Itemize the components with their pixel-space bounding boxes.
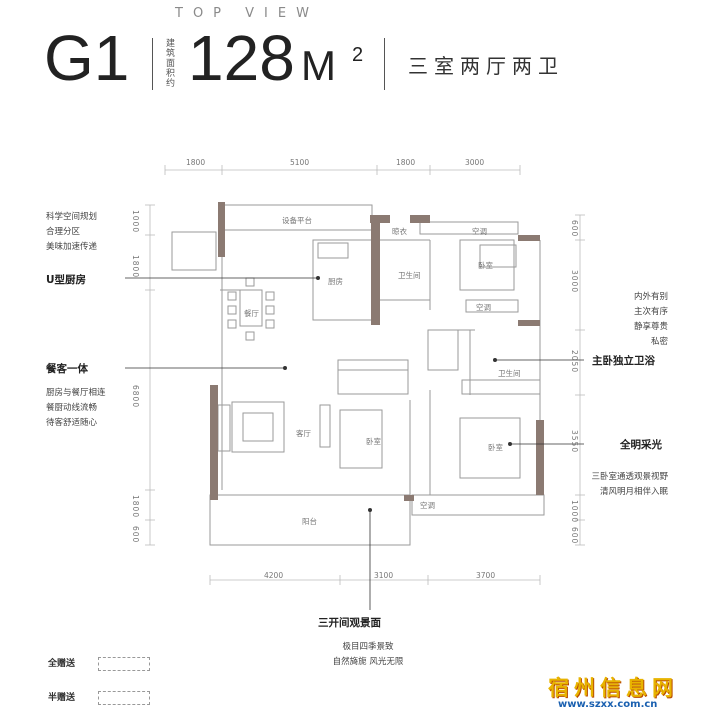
dining-set	[227, 277, 275, 341]
view-point-2: 自然旖旎 风光无限	[332, 657, 404, 667]
room-ac-bottom: 空调	[420, 501, 435, 510]
privacy-point-1: 内外有别	[633, 292, 668, 302]
kitchen-points: 科学空间规划 合理分区 美味加速传递	[46, 210, 97, 255]
room-bedroom-top: 卧室	[478, 261, 493, 270]
dim-left-5: 600	[131, 526, 140, 544]
room-bedroom-mid: 卧室	[366, 437, 381, 446]
kitchen-point-3: 美味加速传递	[46, 242, 98, 252]
room-ac: 空调	[472, 227, 487, 236]
privacy-points: 内外有别 主次有序 静享尊贵私密	[626, 290, 668, 350]
dim-right-6: 600	[570, 527, 579, 545]
kitchen-callout-title: U型厨房	[46, 274, 87, 286]
room-living: 客厅	[296, 429, 311, 438]
room-bath-master: 卫生间	[498, 369, 521, 378]
light-points: 三卧室通透观景视野 清风明月相伴入眠	[586, 470, 668, 500]
heavy-walls	[210, 202, 544, 501]
dim-bottom-2: 3100	[374, 571, 394, 580]
legend-half-label: 半赠送	[48, 693, 76, 703]
dim-right-2: 3000	[570, 270, 579, 294]
room-bath-top: 卫生间	[398, 271, 421, 280]
view-points: 极目四季景致 自然旖旎 风光无限	[322, 640, 414, 670]
watermark-logo: 宿州信息网	[548, 675, 678, 700]
master-bath-callout-title: 主卧独立卫浴	[592, 355, 655, 367]
dim-left-2: 1800	[131, 255, 140, 279]
dining-callout-title: 餐客一体	[46, 363, 88, 375]
dim-bottom-1: 4200	[264, 571, 284, 580]
dim-left-1: 1000	[131, 210, 140, 234]
dim-top-4: 3000	[465, 158, 485, 167]
layout-type: 三室两厅两卫	[408, 54, 564, 78]
callout-leaders	[125, 277, 584, 610]
area-caption: 建筑面积约	[164, 38, 174, 88]
room-bedroom-master: 卧室	[488, 443, 503, 452]
dim-bottom-3: 3700	[476, 571, 496, 580]
area-unit: M	[301, 42, 336, 89]
light-point-2: 清风明月相伴入眠	[599, 487, 668, 497]
legend-half-swatch	[98, 691, 150, 705]
dim-left-4: 1800	[131, 495, 140, 519]
legend-full-label: 全赠送	[48, 659, 76, 669]
legend-full-swatch	[98, 657, 150, 671]
callout-dots	[283, 276, 512, 512]
area-unit-sup: 2	[352, 44, 364, 66]
view-point-1: 极目四季景致	[342, 642, 394, 652]
watermark-url: www.szxx.com.cn	[558, 699, 658, 710]
dining-point-3: 待客舒适随心	[46, 418, 98, 428]
light-point-1: 三卧室通透观景视野	[591, 472, 668, 482]
kitchen-point-2: 合理分区	[46, 227, 81, 237]
dim-right-5: 1000	[570, 500, 579, 524]
room-kitchen: 厨房	[328, 277, 343, 286]
kitchen-point-1: 科学空间规划	[46, 212, 98, 222]
privacy-point-3: 静享尊贵私密	[633, 322, 668, 347]
dim-top-2: 5100	[290, 158, 310, 167]
header-divider	[152, 38, 153, 90]
room-ac-2: 空调	[476, 303, 491, 312]
room-balcony: 阳台	[302, 517, 317, 526]
privacy-point-2: 主次有序	[633, 307, 668, 317]
light-callout-title: 全明采光	[620, 439, 662, 451]
dining-points: 厨房与餐厅相连 餐厨动线流畅 待客舒适随心	[46, 386, 106, 431]
view-callout-title: 三开间观景面	[318, 617, 381, 629]
dining-point-1: 厨房与餐厅相连	[46, 388, 106, 398]
top-view-label: TOP VIEW	[175, 6, 319, 21]
header-divider-2	[384, 38, 385, 90]
room-equipment-platform: 设备平台	[282, 216, 312, 225]
dim-top-3: 1800	[396, 158, 416, 167]
dim-right-4: 3550	[570, 430, 579, 454]
dining-point-2: 餐厨动线流畅	[46, 403, 98, 413]
room-drying: 晾衣	[392, 227, 407, 236]
dimension-lines	[145, 165, 585, 585]
room-dining: 餐厅	[244, 309, 259, 318]
dim-left-3: 6800	[131, 385, 140, 409]
dim-right-1: 600	[570, 220, 579, 238]
unit-code: G1	[44, 22, 130, 94]
plan-outlines	[171, 204, 545, 546]
dim-right-3: 2050	[570, 350, 579, 374]
dim-top-1: 1800	[186, 158, 206, 167]
area-value: 128	[188, 22, 295, 94]
